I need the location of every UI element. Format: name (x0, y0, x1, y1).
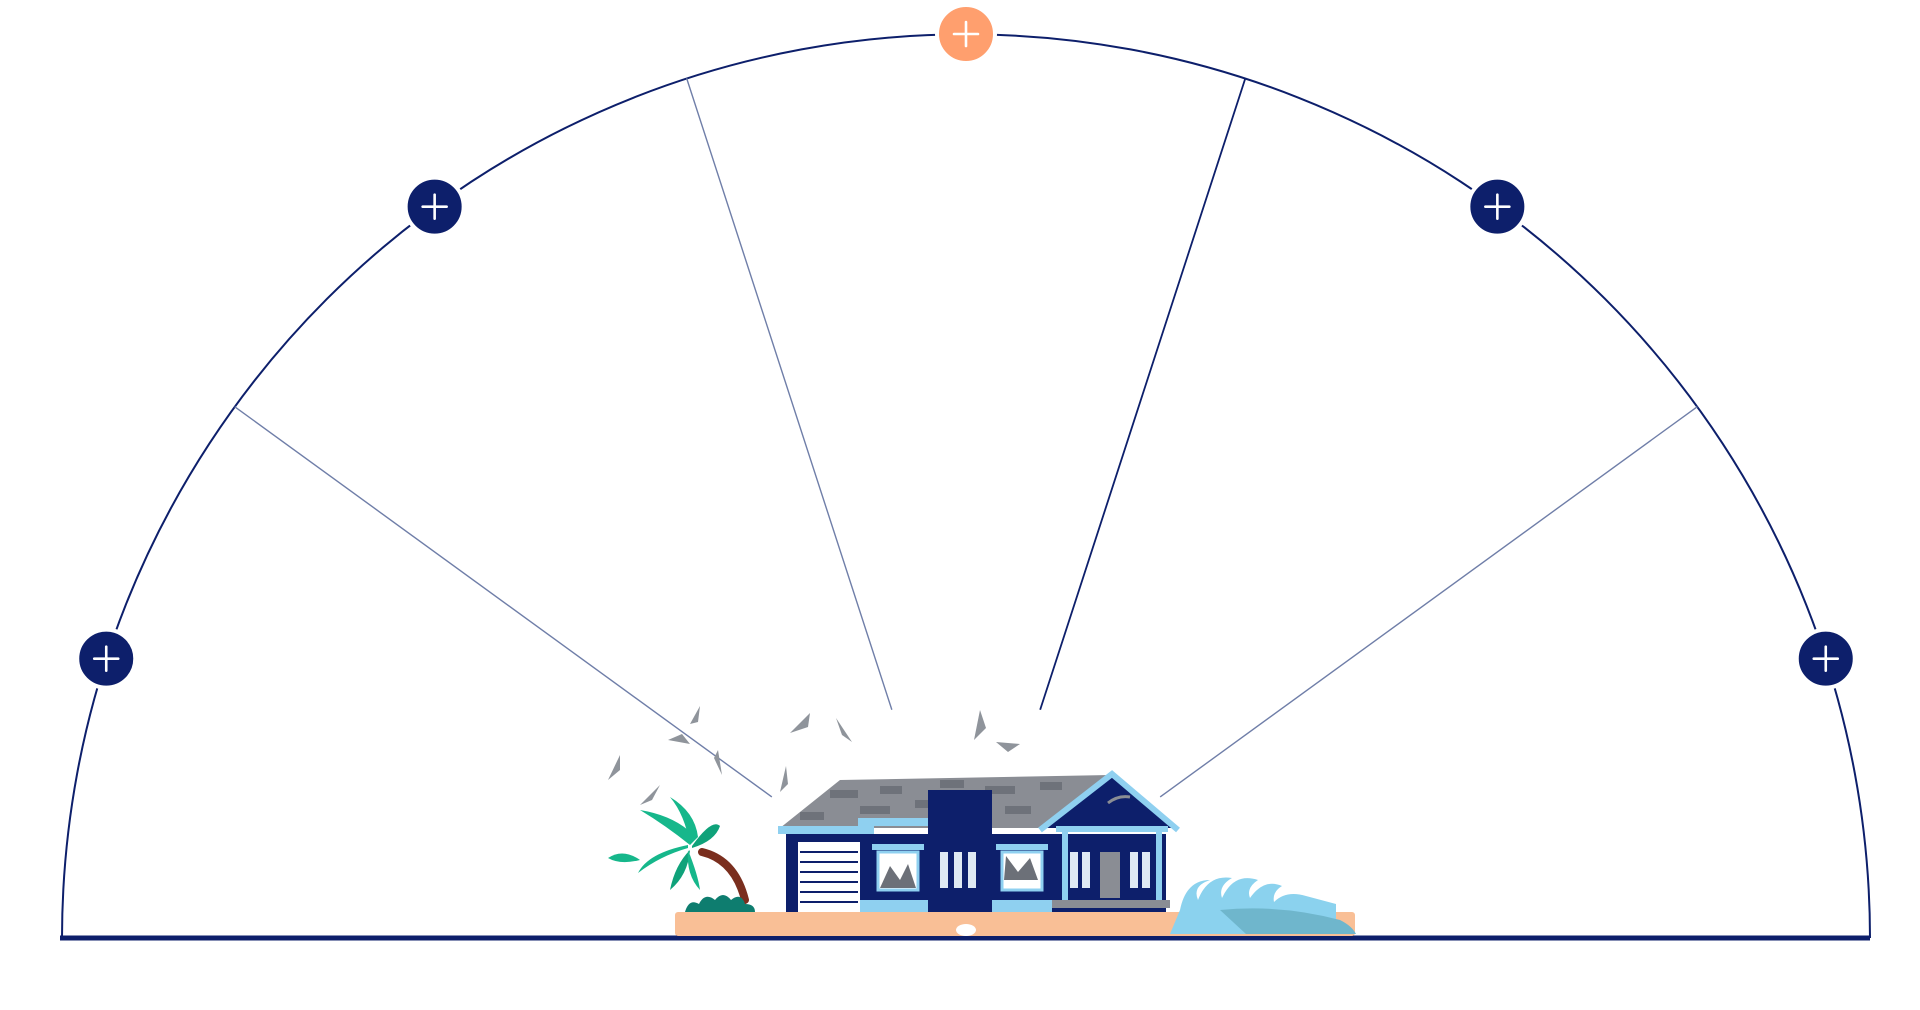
plus-icon (421, 193, 448, 220)
garage-door (798, 842, 860, 912)
hotspot-right-button[interactable] (1794, 627, 1857, 690)
plus-icon (1484, 193, 1511, 220)
hotspot-left-button[interactable] (75, 627, 138, 690)
hotspot-layer (75, 3, 1857, 690)
hotspot-upper-left-button[interactable] (403, 175, 466, 238)
radial-divider (685, 78, 893, 710)
radial-divider (1159, 406, 1698, 798)
front-door (1100, 852, 1120, 898)
hotspot-top-button[interactable] (935, 3, 997, 65)
hotspot-upper-right-button[interactable] (1466, 175, 1529, 238)
plus-icon (92, 645, 120, 672)
radial-divider (234, 406, 773, 798)
plus-icon (1812, 645, 1840, 672)
radial-divider (1039, 77, 1247, 711)
plus-icon (952, 20, 980, 48)
house-in-storm-icon (608, 706, 1356, 936)
palm-tree-icon (608, 797, 755, 912)
flying-debris-icon (608, 706, 1130, 808)
wave-icon (1170, 877, 1356, 934)
radial-dividers (234, 77, 1698, 798)
